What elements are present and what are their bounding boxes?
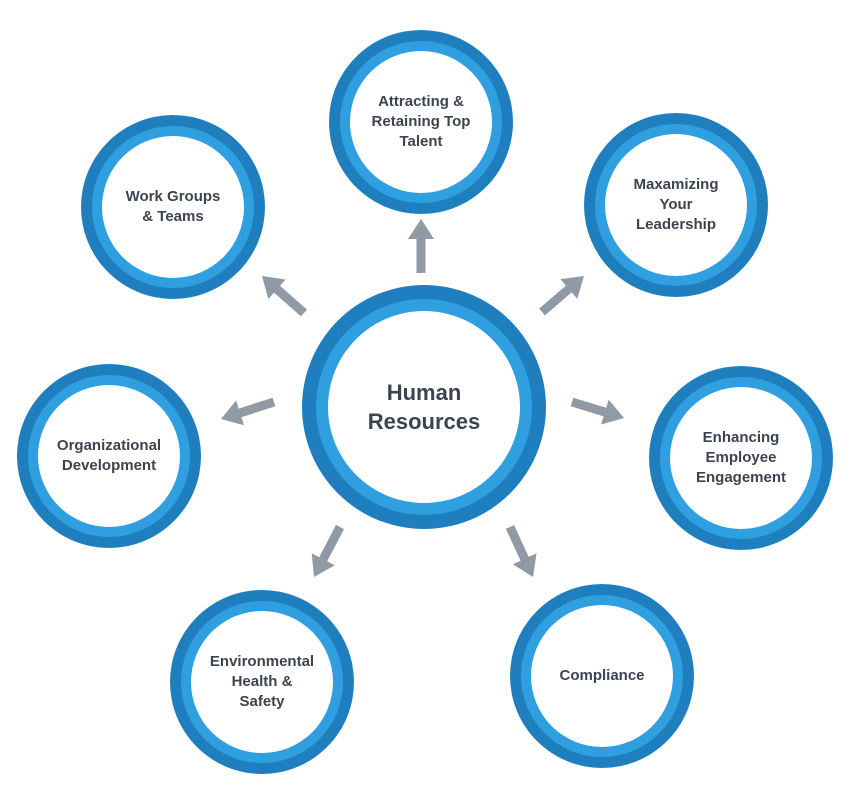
node-label-orgdev: Organizational Development (56, 437, 162, 474)
node-enhancing-engagement: Enhancing Employee Engagement (649, 366, 833, 550)
arrow-to-attracting (408, 219, 434, 273)
node-organizational-development: Organizational Development (17, 364, 201, 548)
node-label-compliance: Compliance (559, 667, 645, 684)
node-environmental-health-safety: Environmental Health & Safety (170, 590, 354, 774)
arrow-to-engagement (570, 397, 624, 425)
center-label: Human Resources (367, 380, 481, 434)
node-work-groups-teams: Work Groups & Teams (81, 115, 265, 299)
node-label-workgroups: Work Groups & Teams (125, 188, 221, 225)
arrow-to-leadership (539, 276, 584, 316)
arrow-to-orgdev (221, 397, 276, 426)
node-label-attracting: Attracting & Retaining Top Talent (371, 93, 471, 150)
arrow-to-compliance (505, 525, 537, 577)
node-label-leadership: Maxamizing Your Leadership (633, 176, 719, 233)
node-attracting-retaining-talent: Attracting & Retaining Top Talent (329, 30, 513, 214)
node-label-safety: Environmental Health & Safety (209, 653, 315, 710)
arrow-to-safety (311, 524, 344, 577)
arrow-to-workgroups (262, 276, 307, 317)
center-node-human-resources: Human Resources (302, 285, 546, 529)
node-label-engagement: Enhancing Employee Engagement (695, 429, 786, 486)
node-maximizing-leadership: Maxamizing Your Leadership (584, 113, 768, 297)
node-compliance: Compliance (510, 584, 694, 768)
